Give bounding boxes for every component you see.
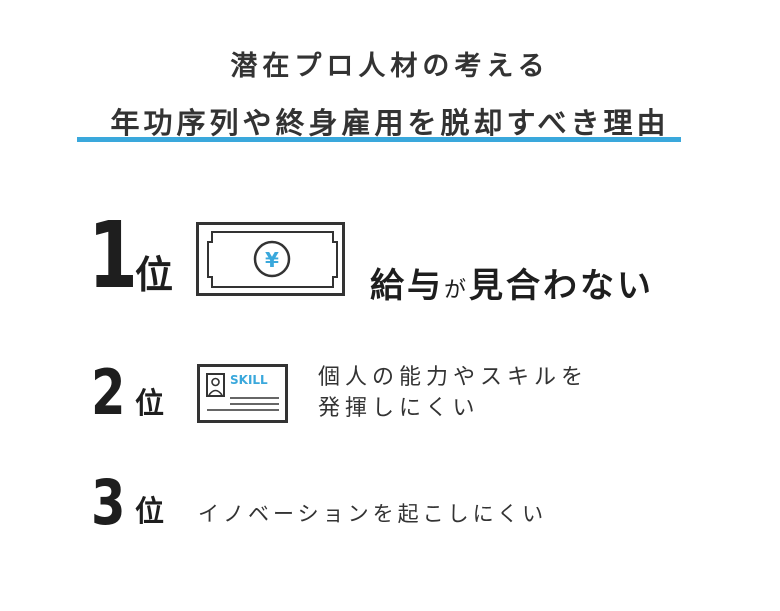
rank-1-reason: 給与が見合わない bbox=[370, 258, 654, 307]
rank-2-number: 2 bbox=[91, 356, 126, 429]
page-title-line2: 年功序列や終身雇用を脱却すべき理由 bbox=[110, 106, 670, 140]
rank-2-reason: 個人の能力やスキルを 発揮しにくい bbox=[318, 362, 588, 424]
rank-2-reason-line2: 発揮しにくい bbox=[318, 396, 480, 421]
skill-card-icon: SKILL bbox=[197, 364, 291, 430]
rank-2-unit: 位 bbox=[135, 386, 165, 420]
rank-1-number: 1 bbox=[88, 202, 138, 309]
rank-1-reason-particle: が bbox=[444, 278, 470, 303]
rank-1-reason-salary: 給与 bbox=[370, 266, 444, 306]
yen-symbol: ¥ bbox=[265, 248, 279, 272]
rank-1-reason-mismatch: 見合わない bbox=[469, 266, 655, 306]
banknote-yen-icon: ¥ bbox=[196, 222, 348, 302]
rank-3-reason: イノベーションを起こしにくい bbox=[198, 502, 548, 526]
rank-2-reason-line1: 個人の能力やスキルを bbox=[318, 365, 589, 390]
page-title-line1: 潜在プロ人材の考える bbox=[230, 51, 550, 82]
rank-1-unit: 位 bbox=[135, 253, 174, 297]
rank-3-unit: 位 bbox=[135, 494, 165, 528]
rank-3-number: 3 bbox=[91, 466, 126, 539]
skill-label: SKILL bbox=[230, 373, 268, 387]
title-underline bbox=[77, 137, 681, 142]
